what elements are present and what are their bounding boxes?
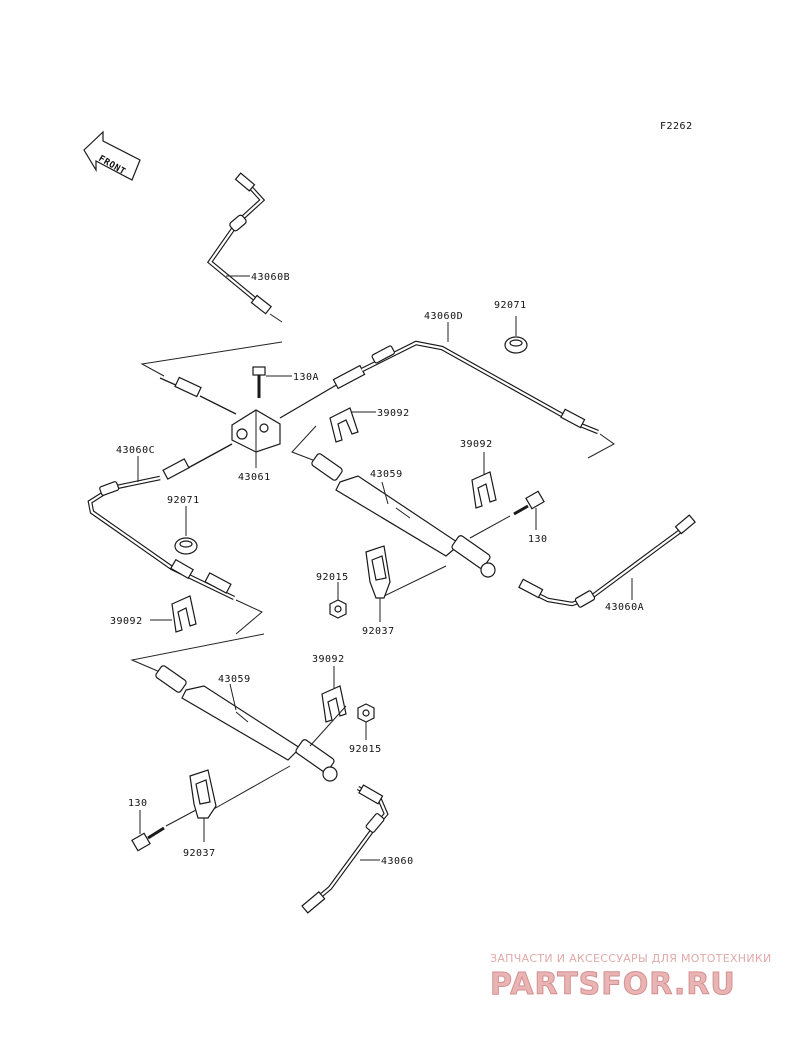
label-43059-lower: 43059 bbox=[218, 674, 251, 685]
brake-pipe-43060 bbox=[301, 784, 389, 914]
brake-joint-43061 bbox=[231, 409, 281, 468]
brake-pipe-43060d bbox=[279, 340, 599, 435]
watermark-tagline: ЗАПЧАСТИ И АКСЕССУАРЫ ДЛЯ МОТОТЕХНИКИ bbox=[490, 952, 772, 965]
label-130-right: 130 bbox=[528, 534, 548, 545]
label-130a: 130A bbox=[293, 372, 319, 383]
grommet-92071-icon bbox=[504, 316, 528, 354]
label-39092-upper: 39092 bbox=[377, 408, 410, 419]
diagram-code: F2262 bbox=[660, 121, 693, 132]
watermark-brand: PARTSFOR.RU bbox=[490, 967, 736, 1002]
bracket-92037-lower-icon bbox=[189, 769, 217, 842]
clip-39092-left-icon bbox=[150, 595, 197, 633]
clip-39092-upper-icon bbox=[329, 407, 376, 443]
label-92037-upper: 92037 bbox=[362, 626, 395, 637]
nut-92015-lower-icon bbox=[357, 703, 375, 740]
brake-pipe-43060a bbox=[518, 514, 696, 608]
clip-39092-right-icon bbox=[471, 452, 497, 509]
joint-fitting-left bbox=[159, 376, 237, 415]
label-130-lower: 130 bbox=[128, 798, 148, 809]
label-92071-top: 92071 bbox=[494, 300, 527, 311]
label-39092-lower: 39092 bbox=[312, 654, 345, 665]
label-39092-right: 39092 bbox=[460, 439, 493, 450]
bolt-130-lower-icon bbox=[131, 809, 197, 852]
label-43060d: 43060D bbox=[424, 311, 463, 322]
brake-pipe-43060b bbox=[206, 172, 283, 323]
label-43060: 43060 bbox=[381, 856, 414, 867]
label-92071-left: 92071 bbox=[167, 495, 200, 506]
bracket-92037-upper-icon bbox=[365, 545, 391, 622]
label-92015-upper: 92015 bbox=[316, 572, 349, 583]
label-43060c: 43060C bbox=[116, 445, 155, 456]
label-43060b: 43060B bbox=[251, 272, 290, 283]
label-92037-lower: 92037 bbox=[183, 848, 216, 859]
bolt-130-right-icon bbox=[469, 490, 545, 539]
label-43061: 43061 bbox=[238, 472, 271, 483]
brake-hose-43059-upper bbox=[311, 453, 496, 578]
front-arrow-icon: FRONT bbox=[83, 130, 141, 181]
label-43060a: 43060A bbox=[605, 602, 644, 613]
nut-92015-upper-icon bbox=[329, 582, 347, 619]
label-43059-upper: 43059 bbox=[370, 469, 403, 480]
label-92015-lower: 92015 bbox=[349, 744, 382, 755]
label-39092-left: 39092 bbox=[110, 616, 143, 627]
brake-pipe-43060c bbox=[87, 443, 235, 601]
watermark-logo: ЗАПЧАСТИ И АКСЕССУАРЫ ДЛЯ МОТОТЕХНИКИ PA… bbox=[490, 952, 772, 1003]
grommet-92071-left-icon bbox=[174, 506, 198, 555]
brake-hose-43059-lower bbox=[155, 665, 338, 782]
bolt-130a-icon bbox=[252, 366, 292, 398]
clip-39092-lower-icon bbox=[321, 666, 347, 723]
